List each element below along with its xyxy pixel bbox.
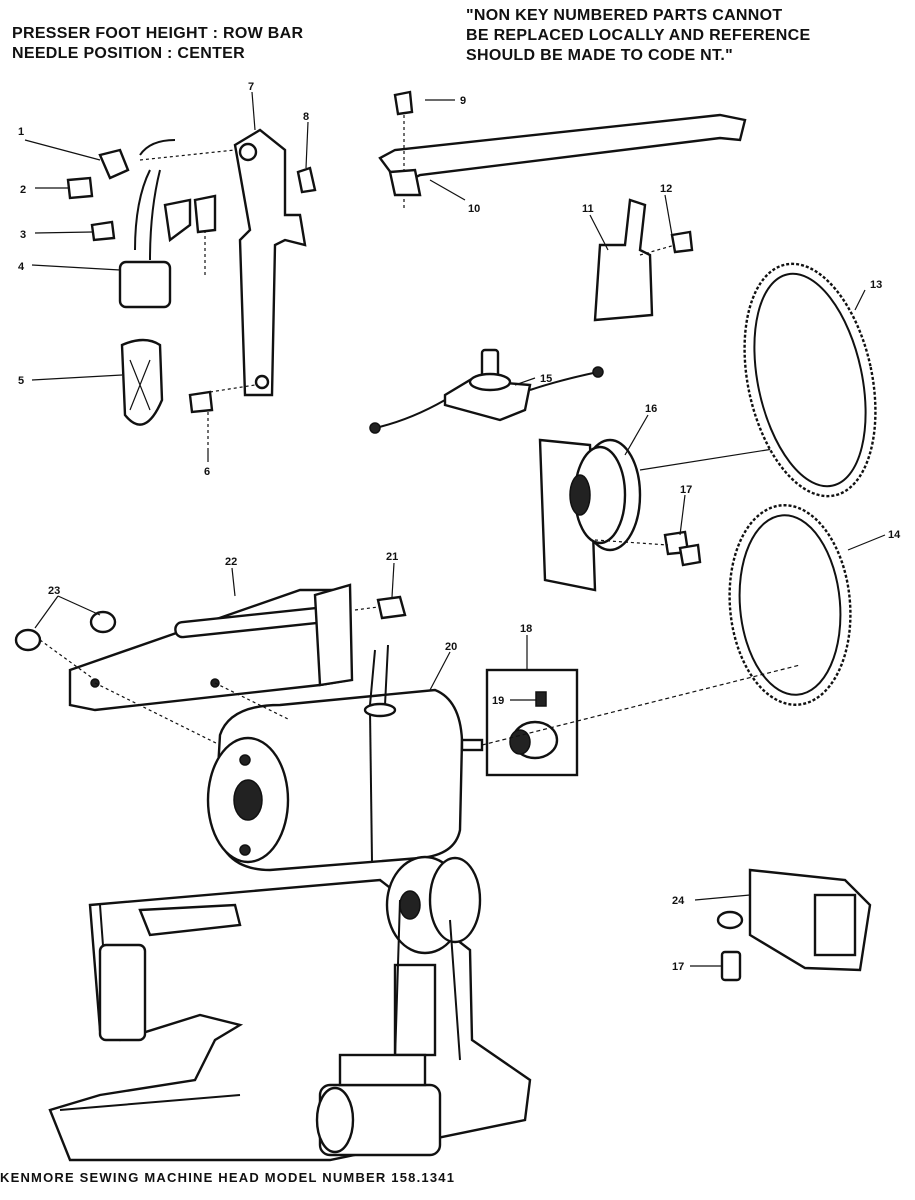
leader-lines <box>24 91 886 967</box>
callout-8: 8 <box>303 111 309 123</box>
plate-part-11 <box>593 198 694 322</box>
header-notes-right: "NON KEY NUMBERED PARTS CANNOT BE REPLAC… <box>466 6 810 66</box>
callout-14: 14 <box>888 529 901 541</box>
callout-4: 4 <box>18 261 25 273</box>
callout-16: 16 <box>645 403 657 415</box>
belt-part-14 <box>728 504 852 706</box>
callout-17-upper: 17 <box>680 484 692 496</box>
callout-2: 2 <box>20 184 26 196</box>
replacement-note-line-2: BE REPLACED LOCALLY AND REFERENCE <box>466 27 811 44</box>
callout-22: 22 <box>225 556 237 568</box>
callout-5: 5 <box>18 375 24 387</box>
callout-24: 24 <box>672 895 685 907</box>
callout-13: 13 <box>870 279 882 291</box>
callout-9: 9 <box>460 95 466 107</box>
lamp-socket-assembly <box>66 139 217 450</box>
presser-foot-note: PRESSER FOOT HEIGHT : ROW BAR <box>12 25 304 42</box>
callout-23: 23 <box>48 585 60 597</box>
switch-part-15 <box>369 348 604 434</box>
motor-pulley-bracket-part-16 <box>538 438 831 592</box>
callout-labels: 1 2 3 4 5 6 7 8 9 10 11 12 13 14 15 16 1… <box>18 81 901 973</box>
lever-arm-part-10 <box>378 90 747 210</box>
callout-1: 1 <box>18 126 24 138</box>
callout-21: 21 <box>386 551 398 563</box>
callout-15: 15 <box>540 373 552 385</box>
needle-position-note: NEEDLE POSITION : CENTER <box>12 45 245 62</box>
callout-7: 7 <box>248 81 254 93</box>
switch-box-part-24 <box>716 868 872 982</box>
callout-20: 20 <box>445 641 457 653</box>
callout-18: 18 <box>520 623 532 635</box>
sewing-machine-head <box>48 855 532 1162</box>
callout-17-lower: 17 <box>672 961 684 973</box>
replacement-note-line-3: SHOULD BE MADE TO CODE NT." <box>466 47 733 64</box>
parts-diagram: 1 2 3 4 5 6 7 8 9 10 11 12 13 14 15 16 1… <box>14 81 901 1162</box>
callout-19: 19 <box>492 695 504 707</box>
header-notes-left: PRESSER FOOT HEIGHT : ROW BAR NEEDLE POS… <box>12 24 303 64</box>
diagram-caption: KENMORE SEWING MACHINE HEAD MODEL NUMBER… <box>0 1170 456 1185</box>
belt-part-13 <box>743 262 877 498</box>
motor-part-20 <box>94 644 484 872</box>
replacement-note-line-1: "NON KEY NUMBERED PARTS CANNOT <box>466 7 783 24</box>
callout-12: 12 <box>660 183 672 195</box>
callout-6: 6 <box>204 466 210 478</box>
callout-3: 3 <box>20 229 26 241</box>
bracket-part-7 <box>139 128 317 397</box>
pulley-part-18 <box>481 664 801 777</box>
callout-10: 10 <box>468 203 480 215</box>
callout-11: 11 <box>582 203 594 215</box>
